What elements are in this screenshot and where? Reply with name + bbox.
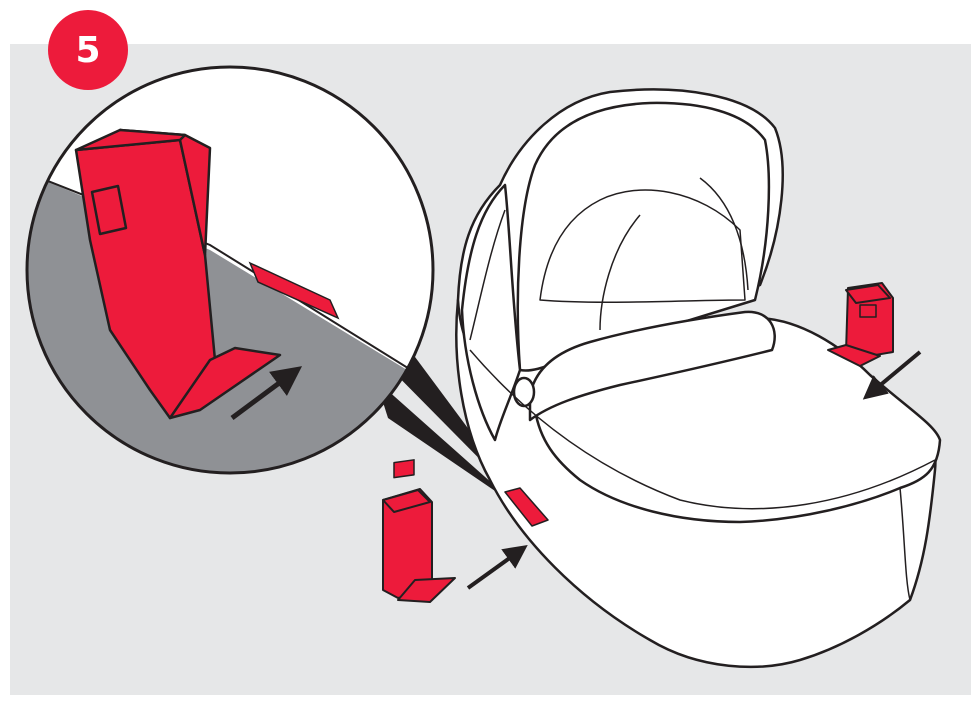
step-number: 5 bbox=[75, 29, 101, 71]
left-arrow-shaft bbox=[466, 544, 528, 590]
right-bracket-foot bbox=[827, 344, 881, 367]
zoom-distant-bracket bbox=[248, 261, 340, 320]
hood-side bbox=[460, 183, 522, 442]
right-bracket-plate-top bbox=[845, 284, 891, 304]
step-badge-circle bbox=[48, 10, 128, 90]
zoom-bracket-foot bbox=[168, 346, 282, 420]
left-bracket-plate-top bbox=[382, 489, 431, 513]
zoom-bracket-top bbox=[74, 128, 187, 152]
apron-bumper bbox=[528, 310, 776, 422]
zoom-bracket bbox=[74, 128, 282, 420]
basket-rim bbox=[469, 349, 936, 510]
magnifier-callout bbox=[27, 67, 433, 473]
step-number-badge: 5 bbox=[48, 10, 128, 90]
callout-cone bbox=[376, 380, 520, 508]
left-bracket-foot bbox=[397, 577, 456, 603]
inner-lining bbox=[539, 189, 746, 303]
installed-bracket bbox=[504, 487, 549, 527]
right-arrow-shaft bbox=[862, 350, 922, 400]
zoom-bracket-window bbox=[90, 184, 128, 236]
bassinet bbox=[455, 88, 942, 669]
hood-hinge bbox=[512, 376, 536, 408]
basket-seam bbox=[899, 487, 911, 601]
left-bracket-window bbox=[393, 459, 415, 479]
right-bracket bbox=[827, 282, 894, 367]
magnifier-ring bbox=[25, 65, 435, 475]
zoom-arrow-shaft bbox=[230, 366, 303, 421]
right-bracket-window bbox=[859, 304, 877, 318]
left-bracket bbox=[382, 459, 456, 603]
hood-stitch bbox=[469, 177, 749, 341]
